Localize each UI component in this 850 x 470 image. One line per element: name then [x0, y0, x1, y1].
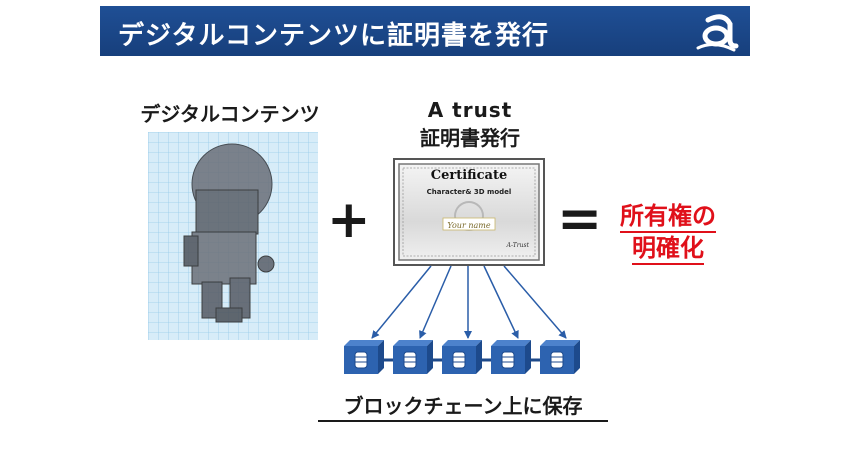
- blockchain-storage-label: ブロックチェーン上に保存: [318, 390, 608, 422]
- certificate-name: Your name: [447, 221, 491, 230]
- a-trust-label: A trust: [427, 98, 513, 122]
- database-block-icon: [442, 340, 482, 374]
- certificate-image: Certificate Character& 3D model Your nam…: [393, 158, 545, 266]
- block-chain-row: [344, 340, 580, 374]
- result-text-2: 明確化: [632, 234, 704, 265]
- certificate-subtitle: Character& 3D model: [426, 188, 512, 196]
- arrow-group: [371, 265, 567, 339]
- arrow-5: [503, 265, 567, 339]
- certificate-issue-label: 証明書発行: [420, 126, 520, 150]
- plus-operator: +: [327, 190, 371, 250]
- database-block-icon: [344, 340, 384, 374]
- database-block-icon: [393, 340, 433, 374]
- database-block-icon: [540, 340, 580, 374]
- certificate-title: Certificate: [430, 168, 508, 183]
- robot-3d-model-image: [148, 132, 318, 340]
- equals-operator: =: [557, 187, 603, 250]
- result-line-2: 明確化: [604, 234, 732, 265]
- title-bar: デジタルコンテンツに証明書を発行: [100, 6, 750, 56]
- digital-content-label: デジタルコンテンツ: [140, 102, 320, 126]
- result-text-1: 所有権の: [620, 202, 716, 233]
- arrow-2: [419, 265, 452, 339]
- certificate-signature: A-Trust: [506, 242, 529, 249]
- certificate-frame: [393, 158, 545, 266]
- arrow-1: [371, 265, 432, 339]
- result-line-1: 所有権の: [604, 202, 732, 233]
- database-block-icon: [491, 340, 531, 374]
- a-trust-logo-icon: [696, 14, 739, 52]
- page-title: デジタルコンテンツに証明書を発行: [118, 21, 549, 51]
- arrow-4: [483, 265, 519, 339]
